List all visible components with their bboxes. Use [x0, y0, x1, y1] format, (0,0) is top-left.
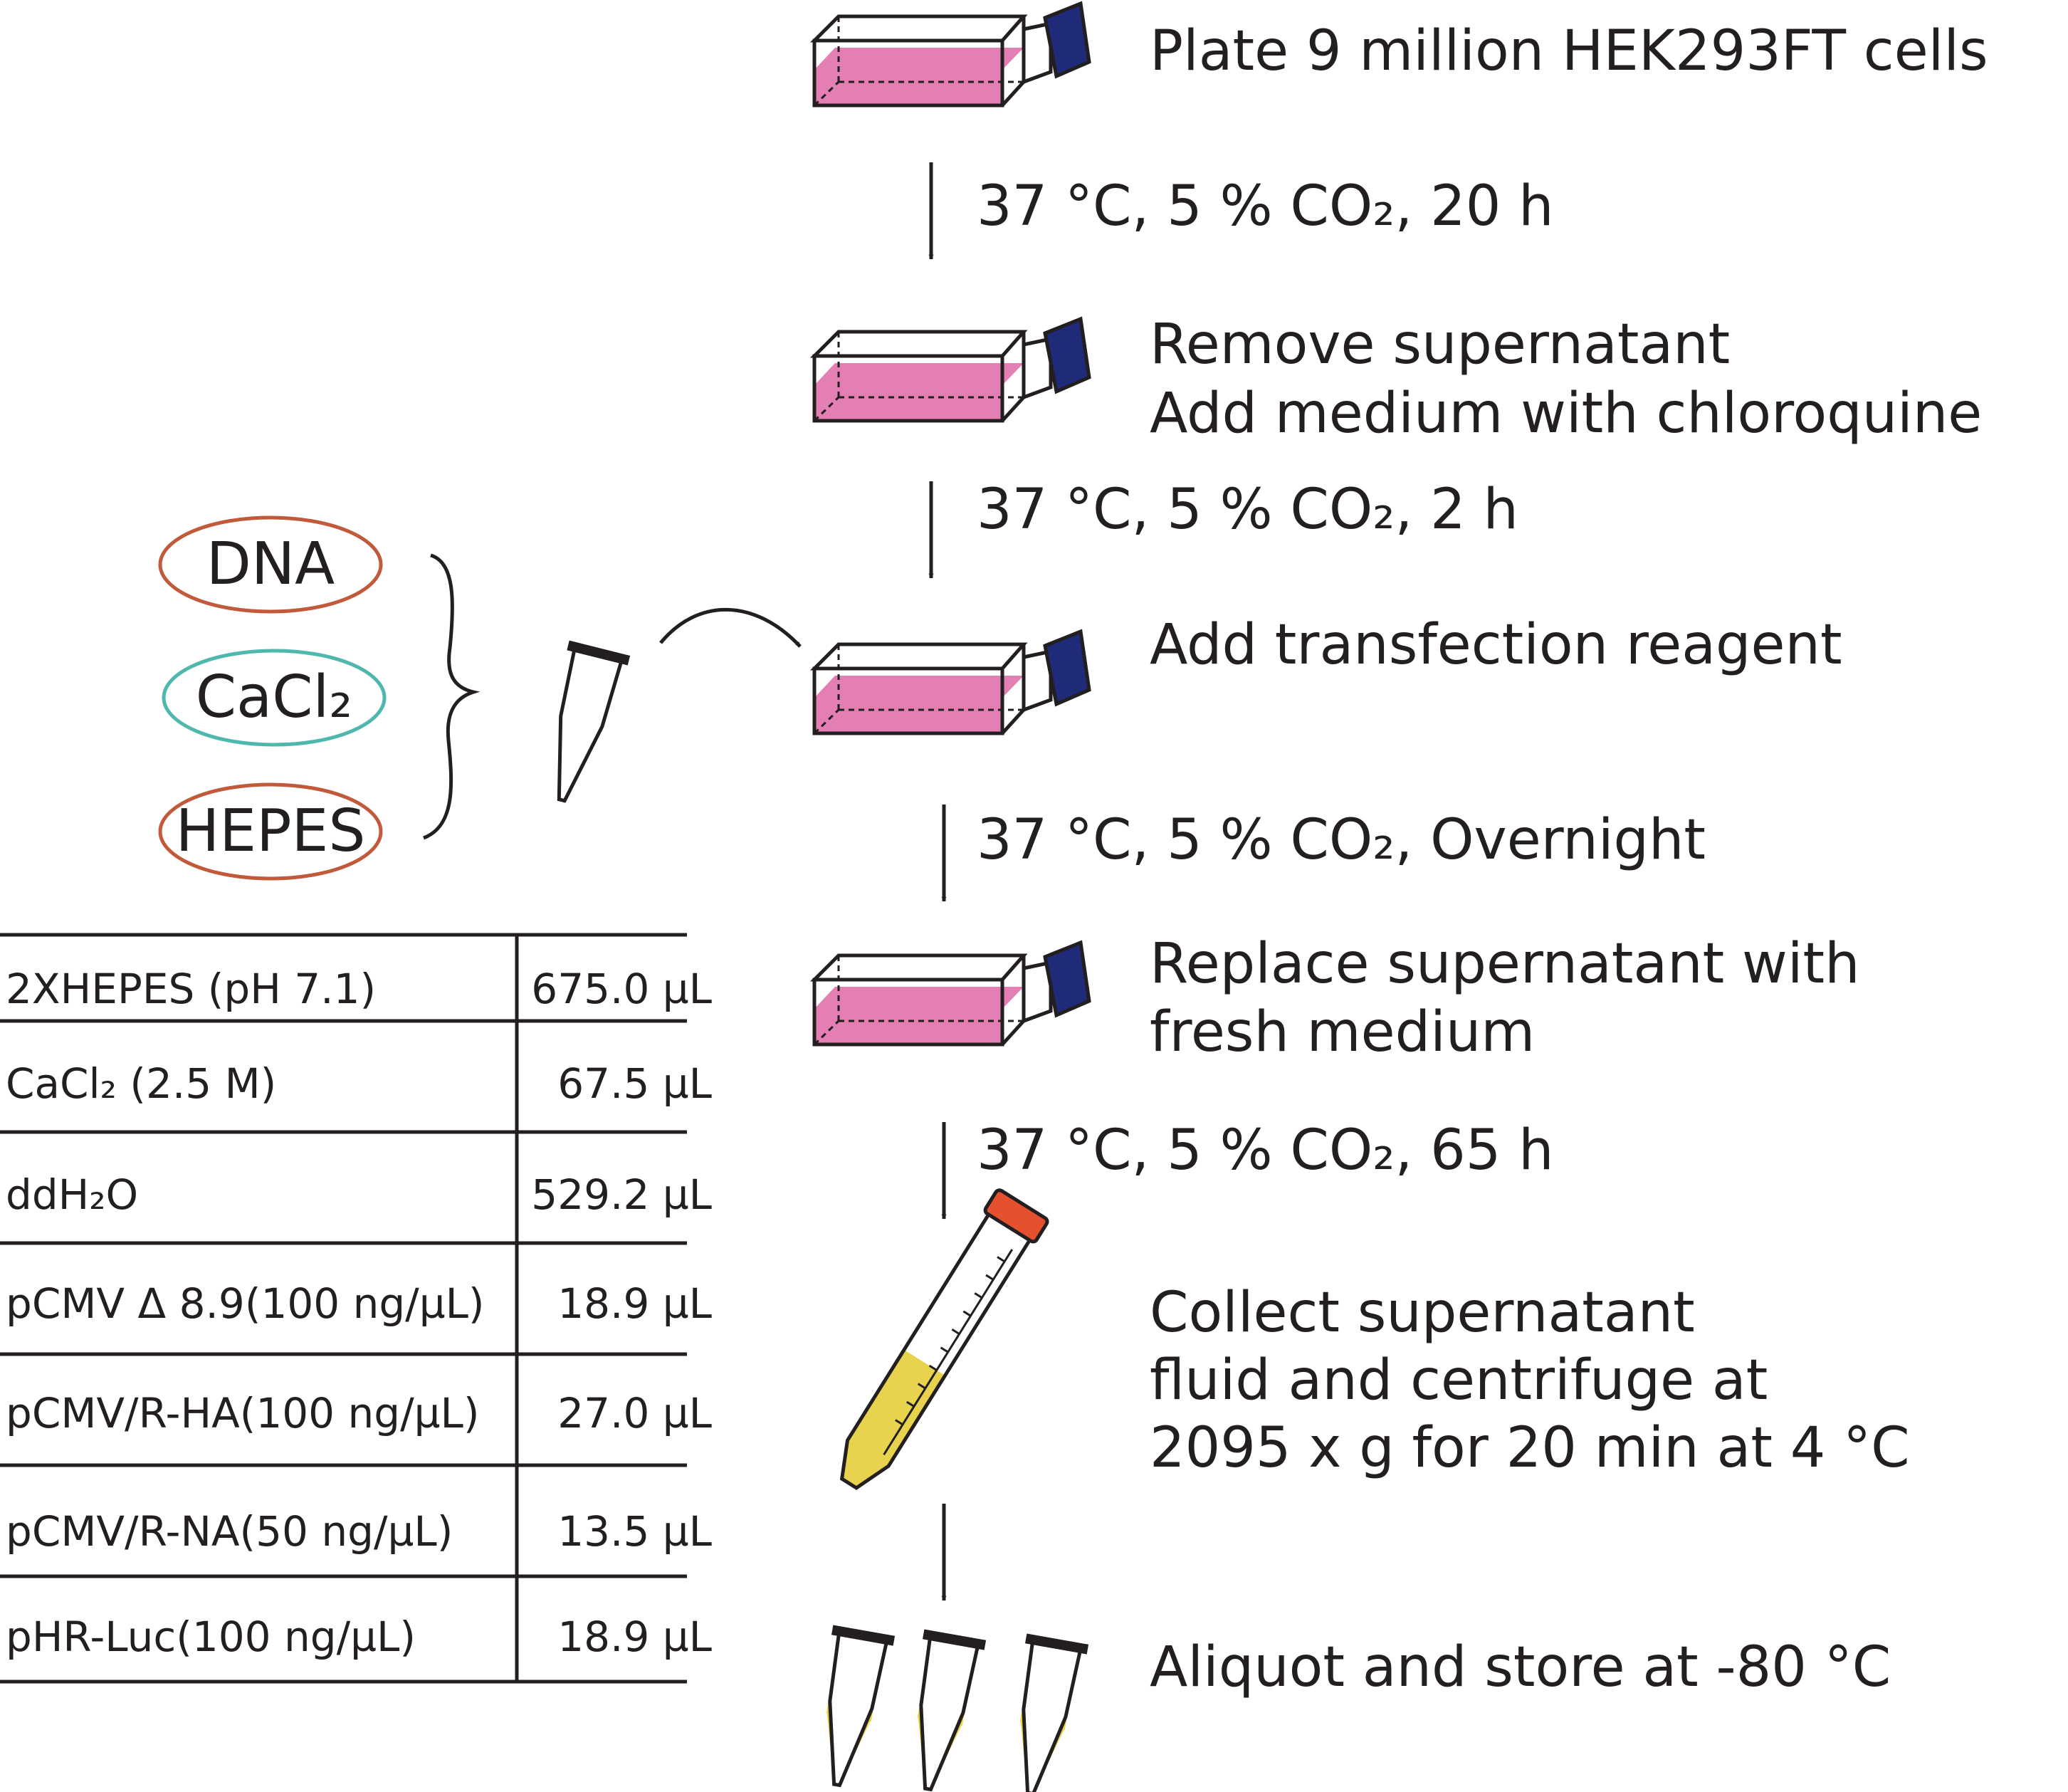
step-collect-supernatant: Collect supernatant	[1150, 1281, 1695, 1345]
dna-oval	[158, 515, 383, 614]
table-row-volume: 27.0 µL	[557, 1389, 712, 1437]
table-row-volume: 67.5 µL	[557, 1059, 712, 1108]
step-centrifuge: fluid and centrifuge at	[1150, 1348, 1768, 1413]
reagent-dna-label: DNA	[206, 530, 335, 598]
condition-2h: 37 °C, 5 % CO₂, 2 h	[977, 478, 1518, 542]
condition-65h: 37 °C, 5 % CO₂, 65 h	[977, 1118, 1554, 1183]
aliquot-tube-icon	[806, 1625, 895, 1791]
reagent-hepes-label: HEPES	[175, 797, 366, 865]
table-row-name: pHR-Luc(100 ng/µL)	[6, 1613, 416, 1661]
flask-icon-chloroquine	[814, 319, 1089, 421]
table-row-volume: 18.9 µL	[557, 1613, 712, 1661]
table-row-volume: 13.5 µL	[557, 1507, 712, 1556]
table-row-volume: 675.0 µL	[531, 965, 712, 1013]
table-row-volume: 18.9 µL	[557, 1279, 712, 1328]
step-plate-cells: Plate 9 million HEK293FT cells	[1150, 19, 1988, 83]
step-aliquot-store: Aliquot and store at -80 °C	[1150, 1635, 1891, 1699]
step-replace-supernatant: Replace supernatant with	[1150, 932, 1860, 996]
flask-icon-transfection	[814, 632, 1089, 733]
cacl2-oval	[162, 649, 387, 747]
step-add-chloroquine: Add medium with chloroquine	[1150, 382, 1983, 446]
recipe-table-grid	[0, 933, 687, 1684]
step-centrifuge-settings: 2095 x g for 20 min at 4 °C	[1150, 1416, 1910, 1480]
table-row-name: pCMV/R-HA(100 ng/µL)	[6, 1389, 480, 1437]
table-row-name: 2XHEPES (pH 7.1)	[6, 965, 377, 1013]
conical-tube-icon	[839, 1188, 1049, 1490]
hepes-oval	[158, 782, 383, 881]
curly-brace-icon	[423, 553, 481, 840]
condition-20h: 37 °C, 5 % CO₂, 20 h	[977, 174, 1554, 239]
curved-arrow-icon	[659, 607, 802, 648]
reagent-cacl2-label: CaCl₂	[195, 664, 353, 731]
step-remove-supernatant: Remove supernatant	[1150, 313, 1731, 377]
flask-icon-replace	[814, 943, 1089, 1044]
condition-overnight: 37 °C, 5 % CO₂, Overnight	[977, 808, 1706, 872]
aliquot-tube-icon	[999, 1634, 1088, 1792]
table-row-volume: 529.2 µL	[531, 1170, 712, 1219]
table-row-name: pCMV/R-NA(50 ng/µL)	[6, 1507, 453, 1556]
table-row-name: pCMV Δ 8.9(100 ng/µL)	[6, 1279, 485, 1328]
table-row-name: ddH₂O	[6, 1170, 139, 1219]
aliquot-tube-icon	[897, 1630, 986, 1792]
table-row-name: CaCl₂ (2.5 M)	[6, 1059, 277, 1108]
step-add-transfection-reagent: Add transfection reagent	[1150, 613, 1842, 677]
flask-icon-plate	[814, 4, 1089, 105]
step-fresh-medium: fresh medium	[1150, 1000, 1536, 1064]
microcentrifuge-tube-icon	[532, 641, 631, 808]
